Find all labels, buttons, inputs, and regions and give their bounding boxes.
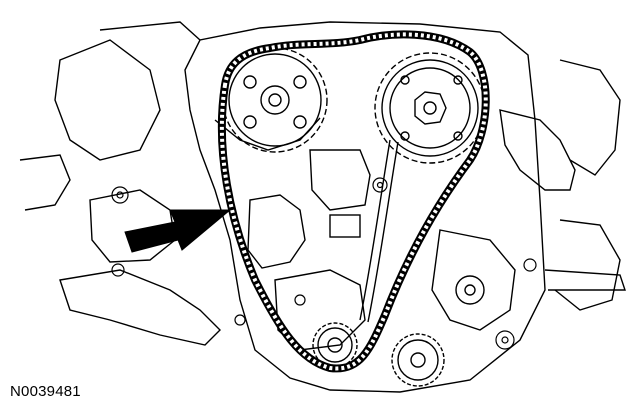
right-camshaft-sprocket	[374, 52, 486, 164]
indicator-arrow	[124, 209, 232, 253]
figure-id-label: N0039481	[10, 383, 81, 400]
engine-block	[19, 21, 626, 393]
oil-pump-sprocket	[391, 333, 445, 387]
crankshaft-sprocket	[312, 322, 358, 368]
chain-guide	[359, 139, 399, 323]
timing-chain	[217, 30, 490, 373]
